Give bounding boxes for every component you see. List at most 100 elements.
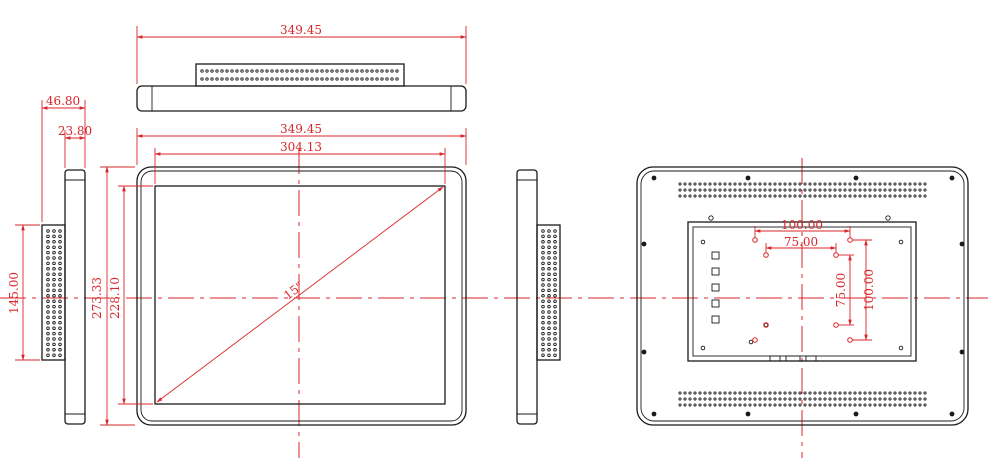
vent-hole [758, 391, 762, 395]
vent-hole [52, 299, 56, 303]
vent-hole [818, 397, 822, 401]
vent-hole [823, 403, 827, 407]
top-view: 349.45 [136, 23, 467, 112]
vent-hole [768, 397, 772, 401]
vent-hole [245, 77, 249, 81]
rear-housing-screws [641, 175, 965, 417]
vent-hole [553, 342, 557, 347]
vent-hole [873, 182, 877, 186]
vent-hole [748, 182, 752, 186]
vent-hole [541, 240, 545, 244]
vent-hole [46, 348, 50, 352]
vent-hole [360, 77, 364, 81]
left-side-rear-box [41, 224, 66, 361]
vent-hole [833, 194, 837, 198]
vent-hole [893, 391, 897, 395]
vent-hole [58, 299, 62, 303]
screw-hole [949, 411, 955, 417]
vent-hole [803, 403, 807, 407]
vent-hole [893, 403, 897, 407]
vent-hole [58, 294, 62, 298]
rear-top-vent-grille [678, 182, 927, 198]
vent-hole [553, 304, 557, 309]
vent-hole [678, 182, 682, 186]
vent-hole [698, 188, 702, 192]
vent-hole [683, 188, 687, 192]
vent-hole [888, 188, 892, 192]
vent-hole [547, 342, 551, 347]
vent-hole [547, 261, 551, 266]
vent-hole [813, 391, 817, 395]
vent-hole [235, 77, 239, 81]
vent-hole [355, 77, 359, 81]
vent-hole [908, 397, 912, 401]
vent-hole [793, 194, 797, 198]
vent-hole [743, 391, 747, 395]
vent-hole [541, 321, 545, 325]
vent-hole [803, 188, 807, 192]
vent-hole [868, 397, 872, 401]
front-bezel-outer [136, 166, 467, 426]
control-button [711, 267, 720, 276]
vent-hole [743, 397, 747, 401]
overall-height-dimension: 273.33 [90, 277, 104, 319]
vent-hole [58, 353, 62, 357]
vent-hole [275, 69, 279, 73]
vent-hole [335, 69, 339, 73]
vent-hole [547, 267, 551, 271]
vent-hole [753, 403, 757, 407]
vent-hole [818, 403, 822, 407]
vent-hole [553, 288, 557, 293]
vent-hole [818, 391, 822, 395]
vent-hole [893, 397, 897, 401]
screw-hole [853, 175, 859, 181]
vent-hole [848, 188, 852, 192]
vent-hole [541, 337, 545, 341]
vent-hole [893, 194, 897, 198]
vent-hole [547, 283, 551, 287]
vent-hole [46, 337, 50, 341]
vent-hole [553, 331, 557, 336]
top-view-vent-grille [200, 69, 399, 81]
vent-hole [250, 77, 254, 81]
vent-hole [58, 261, 62, 266]
vent-hole [541, 294, 545, 298]
vent-hole [813, 397, 817, 401]
vent-hole [893, 182, 897, 186]
vent-hole [698, 194, 702, 198]
vent-hole [215, 77, 219, 81]
vent-hole [913, 403, 917, 407]
vent-hole [245, 69, 249, 73]
vent-hole [46, 342, 50, 347]
vent-hole [58, 234, 62, 239]
vent-hole [878, 403, 882, 407]
vent-hole [788, 182, 792, 186]
vent-hole [295, 77, 299, 81]
vent-hole [898, 391, 902, 395]
vent-hole [290, 69, 294, 73]
vent-hole [778, 403, 782, 407]
vent-hole [783, 397, 787, 401]
vent-hole [541, 250, 545, 255]
vent-hole [225, 69, 229, 73]
vent-hole [773, 397, 777, 401]
screw-hole [641, 241, 647, 247]
vent-hole [903, 182, 907, 186]
vent-hole [541, 315, 545, 320]
vent-hole [270, 69, 274, 73]
vent-hole [547, 353, 551, 357]
vent-hole [723, 194, 727, 198]
rear-housing-outer [636, 166, 969, 426]
vent-hole [295, 69, 299, 73]
vent-hole [345, 69, 349, 73]
rear-housing-inner [640, 170, 965, 422]
vent-hole [848, 403, 852, 407]
vent-hole [803, 194, 807, 198]
front-bezel-inner [140, 170, 463, 422]
vent-hole [828, 182, 832, 186]
vent-hole [808, 194, 812, 198]
vent-hole [903, 403, 907, 407]
vent-hole [793, 391, 797, 395]
vent-hole [868, 182, 872, 186]
vent-hole [52, 348, 56, 352]
